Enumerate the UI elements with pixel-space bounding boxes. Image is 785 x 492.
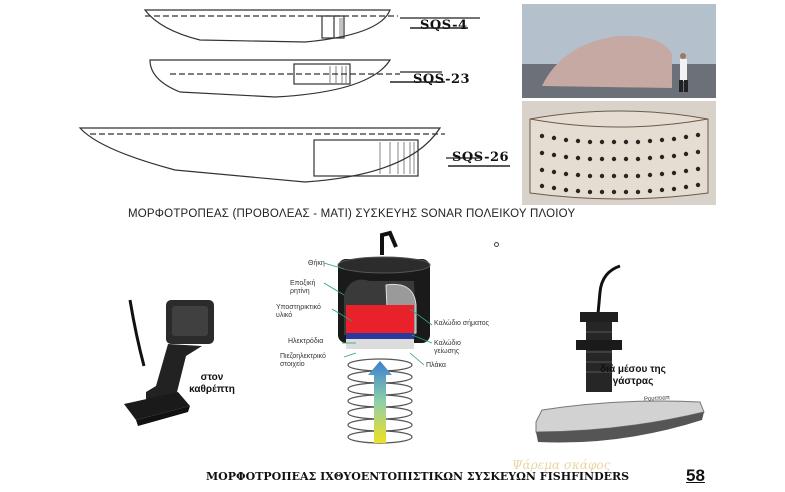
hull-label-sqs26: SQS-26 xyxy=(452,150,510,165)
label-case: Θήκη xyxy=(308,260,325,267)
watermark: Ψάρεμα σκάφος xyxy=(512,458,611,472)
transducer-cutaway-diagram xyxy=(337,230,431,444)
transom-mount-label: στον καθρέπτη xyxy=(189,372,235,395)
label-backing: Υποστηρικτικό υλικό xyxy=(276,304,321,319)
ship-sonar-caption: ΜΟΡΦΟΤΡΟΠΕΑΣ (ΠΡΟΒΟΛΕΑΣ - ΜΑΤΙ) ΣΥΣΚΕΥΗΣ… xyxy=(128,208,576,220)
label-piezo: Πιεζοηλεκτρικό στοιχείο xyxy=(280,353,326,368)
sonar-dome-photo xyxy=(522,4,716,98)
label-signal-wire: Καλώδιο σήματος xyxy=(434,320,490,327)
page-number: 58 xyxy=(686,466,705,485)
fishfinder-caption: ΜΟΡΦΟΤΡΟΠΕΑΣ ΙΧΘΥΟΕΝΤΟΠΙΣΤΙΚΩΝ ΣΥΣΚΕΥΩΝ … xyxy=(206,470,630,483)
label-epoxy: Εποξική ρητίνη xyxy=(290,280,316,295)
hull-drawings xyxy=(78,9,510,183)
hull-label-sqs23: SQS-23 xyxy=(413,72,471,87)
label-ground-wire: Καλώδιο γείωσης xyxy=(434,340,461,355)
through-hull-transducer xyxy=(535,264,705,443)
stray-dot xyxy=(494,242,499,247)
label-plate: Πλάκα xyxy=(426,362,446,369)
through-hull-mount-label: διά μέσου της γάστρας xyxy=(600,364,666,387)
sonar-array-photo xyxy=(522,101,716,205)
hull-label-sqs4: SQS-4 xyxy=(420,18,468,33)
transom-mount-transducer xyxy=(124,299,214,426)
cutaway-leader-lines xyxy=(323,262,433,366)
label-electrodes: Ηλεκτρόδια xyxy=(288,338,324,345)
